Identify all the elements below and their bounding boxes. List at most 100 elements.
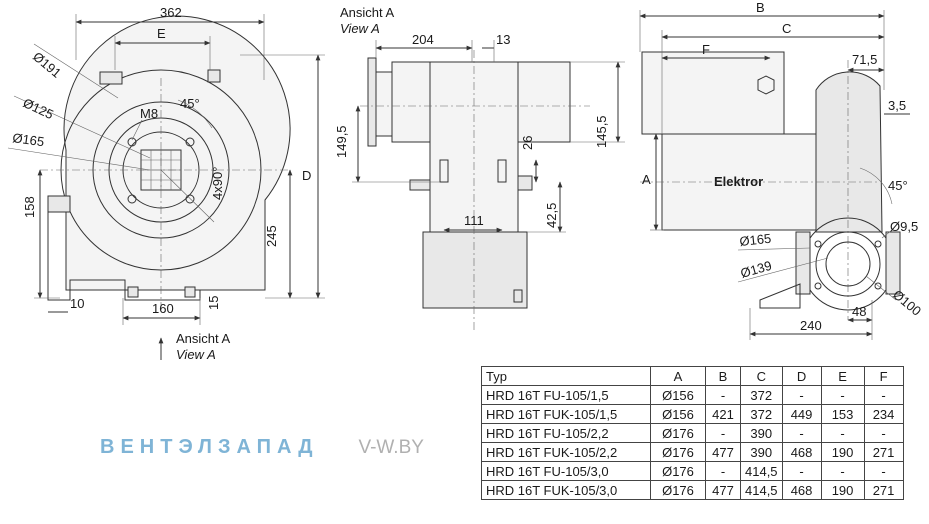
dim-4x90: 4x90° [210, 167, 225, 200]
cell-e: 153 [820, 404, 865, 424]
side-view: Ansicht A View A 204 13 149,5 145,5 26 4… [334, 5, 625, 330]
dim-13: 13 [496, 32, 510, 47]
dim-e: E [157, 26, 166, 41]
dim-111: 111 [464, 213, 484, 228]
dim-d125: Ø125 [21, 95, 56, 122]
ansicht-a-title: Ansicht A [340, 5, 395, 20]
cell-typ: HRD 16T FU-105/1,5 [481, 385, 651, 405]
dimensions-table: Typ A B C D E F HRD 16T FU-105/1,5 Ø156 … [481, 366, 904, 500]
cell-b: - [705, 385, 741, 405]
cell-c: 414,5 [740, 480, 783, 500]
header-e: E [820, 366, 865, 386]
cell-f: - [863, 423, 904, 443]
header-typ: Typ [481, 366, 651, 386]
table-header-row: Typ A B C D E F [481, 366, 904, 386]
cell-c: 372 [740, 385, 783, 405]
dim-26: 26 [520, 136, 535, 150]
cell-d: 468 [781, 480, 822, 500]
cell-b: 421 [705, 404, 741, 424]
dim-48: 48 [852, 304, 866, 319]
table-row: HRD 16T FU-105/2,2 Ø176 - 390 - - - [481, 423, 904, 443]
dim-145-5: 145,5 [594, 115, 609, 148]
dim-240: 240 [800, 318, 822, 333]
brand-logo: ВЕНТЭЛЗАПАД V-W.BY [100, 436, 424, 459]
dim-d9-5: Ø9,5 [890, 219, 918, 234]
cell-e: - [820, 423, 865, 443]
dim-3-5: 3,5 [888, 98, 906, 113]
cell-a: Ø176 [650, 442, 706, 462]
volute-housing [63, 15, 291, 291]
header-b: B [705, 366, 741, 386]
cell-typ: HRD 16T FUK-105/2,2 [481, 442, 651, 462]
cell-c: 390 [740, 442, 783, 462]
dim-149-5: 149,5 [334, 125, 349, 158]
cell-d: - [781, 461, 822, 481]
dim-158: 158 [22, 196, 37, 218]
dim-c: C [782, 21, 791, 36]
cell-f: 271 [863, 442, 904, 462]
front-view: 362 E D 245 158 160 10 15 Ø191 Ø125 Ø165… [7, 5, 325, 362]
header-a: A [650, 366, 706, 386]
cell-c: 390 [740, 423, 783, 443]
dim-160: 160 [152, 301, 174, 316]
fan-housing [815, 71, 883, 233]
dim-a: A [642, 172, 651, 187]
cell-e: 190 [820, 480, 865, 500]
brand-site: V-W.BY [358, 437, 424, 458]
dim-42-5: 42,5 [544, 203, 559, 228]
dim-10: 10 [70, 296, 84, 311]
dim-d191: Ø191 [30, 49, 64, 81]
dim-d: D [302, 168, 311, 183]
cell-b: 477 [705, 442, 741, 462]
cell-c: 414,5 [740, 461, 783, 481]
cell-typ: HRD 16T FUK-105/3,0 [481, 480, 651, 500]
view-a-title: View A [340, 21, 380, 36]
cell-d: - [781, 423, 822, 443]
cell-e: 190 [820, 442, 865, 462]
cell-c: 372 [740, 404, 783, 424]
cell-b: - [705, 461, 741, 481]
dim-15: 15 [206, 296, 221, 310]
view-a-label: View A [176, 347, 216, 362]
cell-f: - [863, 461, 904, 481]
terminal-box [641, 51, 785, 135]
header-c: C [740, 366, 783, 386]
cell-d: - [781, 385, 822, 405]
dim-f: F [702, 42, 710, 57]
cell-b: - [705, 423, 741, 443]
dim-angle45-right: 45° [888, 178, 908, 193]
table-row: HRD 16T FUK-105/3,0 Ø176 477 414,5 468 1… [481, 480, 904, 500]
cell-a: Ø176 [650, 423, 706, 443]
dim-m8: M8 [140, 106, 158, 121]
motor-view: Elektror B C F 71,5 A 3,5 45° Ø9,5 Ø165 [639, 0, 924, 340]
cell-a: Ø176 [650, 461, 706, 481]
header-f: F [863, 366, 904, 386]
cell-a: Ø176 [650, 480, 706, 500]
table-row: HRD 16T FU-105/1,5 Ø156 - 372 - - - [481, 385, 904, 405]
cell-d: 449 [781, 404, 822, 424]
dim-204: 204 [412, 32, 434, 47]
cell-d: 468 [781, 442, 822, 462]
cell-a: Ø156 [650, 404, 706, 424]
motor-label: Elektror [714, 174, 763, 189]
dim-d100: Ø100 [890, 287, 924, 319]
cell-f: 234 [863, 404, 904, 424]
cell-typ: HRD 16T FU-105/2,2 [481, 423, 651, 443]
dim-angle45: 45° [180, 96, 200, 111]
cell-e: - [820, 385, 865, 405]
dim-b: B [756, 0, 765, 15]
dim-71-5: 71,5 [852, 52, 877, 67]
cell-typ: HRD 16T FU-105/3,0 [481, 461, 651, 481]
table-row: HRD 16T FUK-105/1,5 Ø156 421 372 449 153… [481, 404, 904, 424]
table-row: HRD 16T FU-105/3,0 Ø176 - 414,5 - - - [481, 461, 904, 481]
dim-245: 245 [264, 225, 279, 247]
cell-a: Ø156 [650, 385, 706, 405]
cell-e: - [820, 461, 865, 481]
table-row: HRD 16T FUK-105/2,2 Ø176 477 390 468 190… [481, 442, 904, 462]
dim-d165-right: Ø165 [739, 231, 772, 249]
brand-name: ВЕНТЭЛЗАПАД [100, 436, 319, 458]
cell-b: 477 [705, 480, 741, 500]
cell-typ: HRD 16T FUK-105/1,5 [481, 404, 651, 424]
cell-f: - [863, 385, 904, 405]
